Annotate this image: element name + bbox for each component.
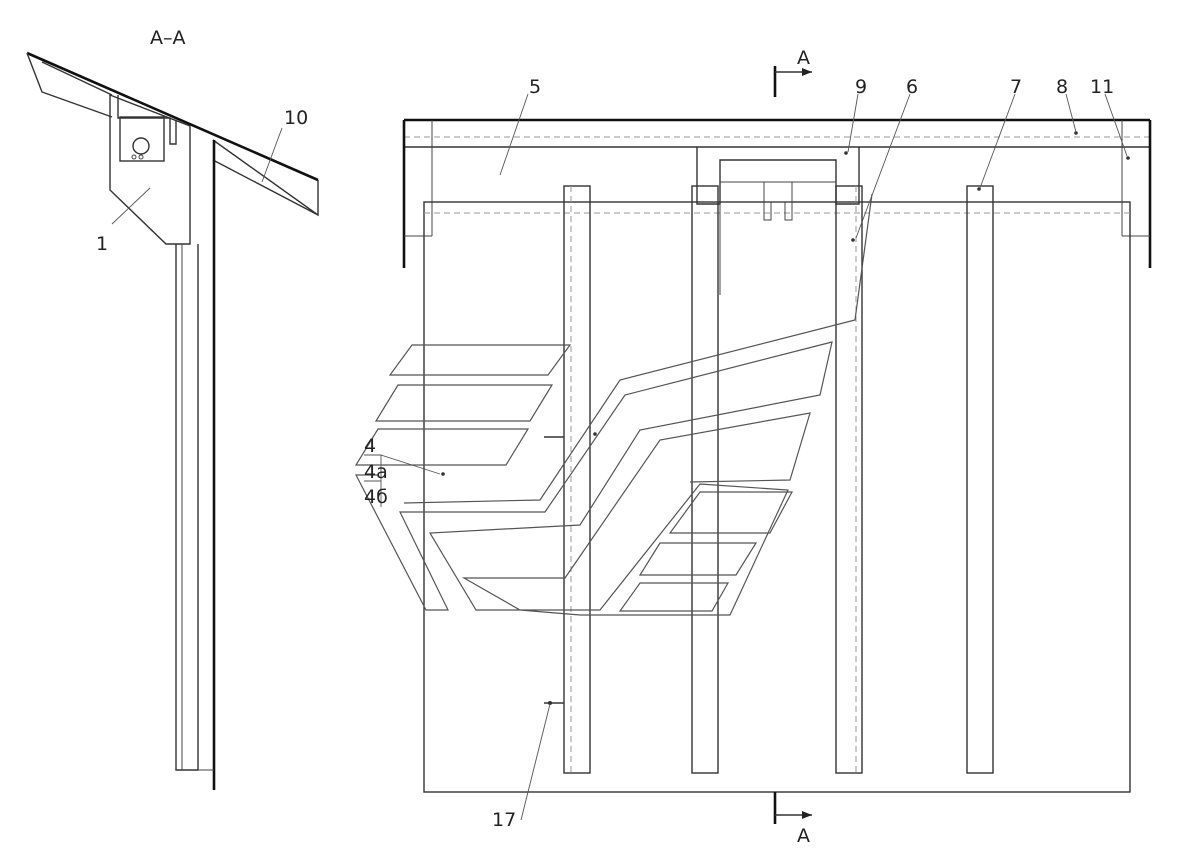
callout-4: 4 [364, 435, 376, 457]
callout-8: 8 [1056, 76, 1068, 98]
emblem-stripe-5 [638, 542, 758, 576]
emblem-stripe-1 [388, 344, 572, 376]
hinge-block [119, 116, 165, 162]
main-panel [423, 201, 1131, 793]
visor-flap-10 [212, 139, 319, 217]
cut-mark-top: А [797, 47, 810, 69]
vertical-post [175, 244, 199, 771]
callout-1: 1 [96, 233, 108, 255]
callout-9: 9 [855, 76, 867, 98]
hinge-pin [132, 137, 150, 155]
visor-tip [26, 52, 113, 118]
section-view-a-a: А–А 1 10 [26, 27, 319, 790]
callout-4a: 4а [364, 461, 388, 483]
callout-4b: 4б [364, 486, 388, 508]
emblem-stripe-2 [374, 384, 554, 422]
center-bracket [696, 147, 860, 205]
stiffener-1 [563, 185, 591, 774]
emblem-chevron [355, 341, 833, 616]
callout-10: 10 [284, 107, 308, 129]
callout-17: 17 [492, 809, 516, 831]
callout-5: 5 [529, 76, 541, 98]
visor-top-edge [26, 51, 319, 182]
callout-7: 7 [1010, 76, 1022, 98]
stiffener-2 [691, 185, 719, 774]
emblem-stripe-6 [618, 582, 730, 612]
front-view: А [354, 47, 1152, 847]
emblem-stripe-4 [668, 491, 794, 534]
emblem-decal [354, 193, 873, 616]
emblem-stripe-3 [354, 428, 530, 466]
section-title: А–А [150, 27, 186, 49]
cut-mark-bottom: А [797, 825, 810, 847]
callout-6: 6 [906, 76, 918, 98]
stiffener-4 [966, 185, 994, 774]
callout-11: 11 [1090, 76, 1114, 98]
stiffener-3 [835, 185, 863, 774]
